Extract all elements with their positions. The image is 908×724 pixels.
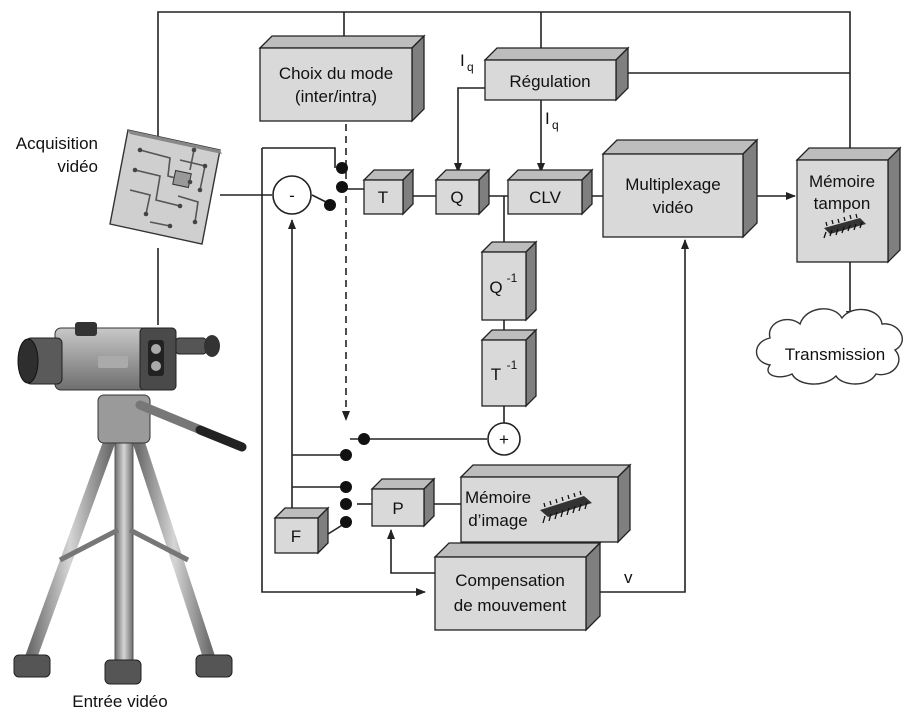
multiplexer-line2: vidéo xyxy=(653,198,694,217)
frame-memory-line2: d’image xyxy=(468,511,528,530)
iq-label-left: I q xyxy=(460,51,474,74)
multiplexer-line1: Multiplexage xyxy=(625,175,720,194)
inverse-quantizer-exponent: -1 xyxy=(507,271,518,285)
transform-label: T xyxy=(378,188,388,207)
svg-text:I: I xyxy=(545,109,550,128)
frame-memory-block: Mémoire d’image xyxy=(459,463,632,544)
mode-choice-block: Choix du mode (inter/intra) xyxy=(258,34,426,123)
inverse-quantizer-block: Q -1 xyxy=(480,240,538,322)
motion-compensation-block: Compensation de mouvement xyxy=(433,541,602,632)
motion-compensation-line2: de mouvement xyxy=(454,596,567,615)
transmission-label: Transmission xyxy=(785,345,885,364)
motion-vector-label: v xyxy=(624,568,633,587)
subtractor-node: - xyxy=(272,175,312,215)
clv-label: CLV xyxy=(529,188,561,207)
chip-icon xyxy=(823,213,866,239)
buffer-memory-block: Mémoire tampon xyxy=(795,146,902,264)
iq-label-right: I q xyxy=(545,109,559,132)
buffer-line1: Mémoire xyxy=(809,172,875,191)
transform-block: T xyxy=(362,168,415,216)
frame-memory-line1: Mémoire xyxy=(465,488,531,507)
inverse-transform-block: T -1 xyxy=(480,328,538,408)
acquisition-label-line1: Acquisition xyxy=(16,134,98,153)
regulation-block: Régulation xyxy=(483,46,630,102)
svg-text:I: I xyxy=(460,51,465,70)
video-input-label: Entrée vidéo xyxy=(72,692,167,711)
mode-choice-line1: Choix du mode xyxy=(279,64,393,83)
acquisition-label-line2: vidéo xyxy=(57,157,98,176)
minus-sign: - xyxy=(289,186,295,205)
quantizer-label: Q xyxy=(450,188,463,207)
motion-compensation-line1: Compensation xyxy=(455,571,565,590)
svg-text:q: q xyxy=(467,60,474,74)
clv-block: CLV xyxy=(506,168,594,216)
inverse-quantizer-label: Q xyxy=(489,278,502,297)
mode-choice-line2: (inter/intra) xyxy=(295,87,377,106)
inverse-transform-label: T xyxy=(491,365,501,384)
regulation-label: Régulation xyxy=(509,72,590,91)
multiplexer-block: Multiplexage vidéo xyxy=(601,138,759,239)
adder-node: + xyxy=(487,422,521,456)
filter-block: F xyxy=(273,506,330,555)
prediction-label: P xyxy=(392,499,403,518)
video-camera-icon xyxy=(13,322,247,685)
transmission-cloud: Transmission xyxy=(755,308,903,385)
buffer-line2: tampon xyxy=(814,194,871,213)
plus-sign: + xyxy=(499,430,509,449)
acquisition-board-icon xyxy=(109,129,222,245)
prediction-block: P xyxy=(370,477,436,528)
chip-icon xyxy=(540,490,592,524)
switch-contacts xyxy=(324,162,370,528)
quantizer-block: Q xyxy=(434,168,491,216)
svg-text:q: q xyxy=(552,118,559,132)
filter-label: F xyxy=(291,527,301,546)
inverse-transform-exponent: -1 xyxy=(507,358,518,372)
